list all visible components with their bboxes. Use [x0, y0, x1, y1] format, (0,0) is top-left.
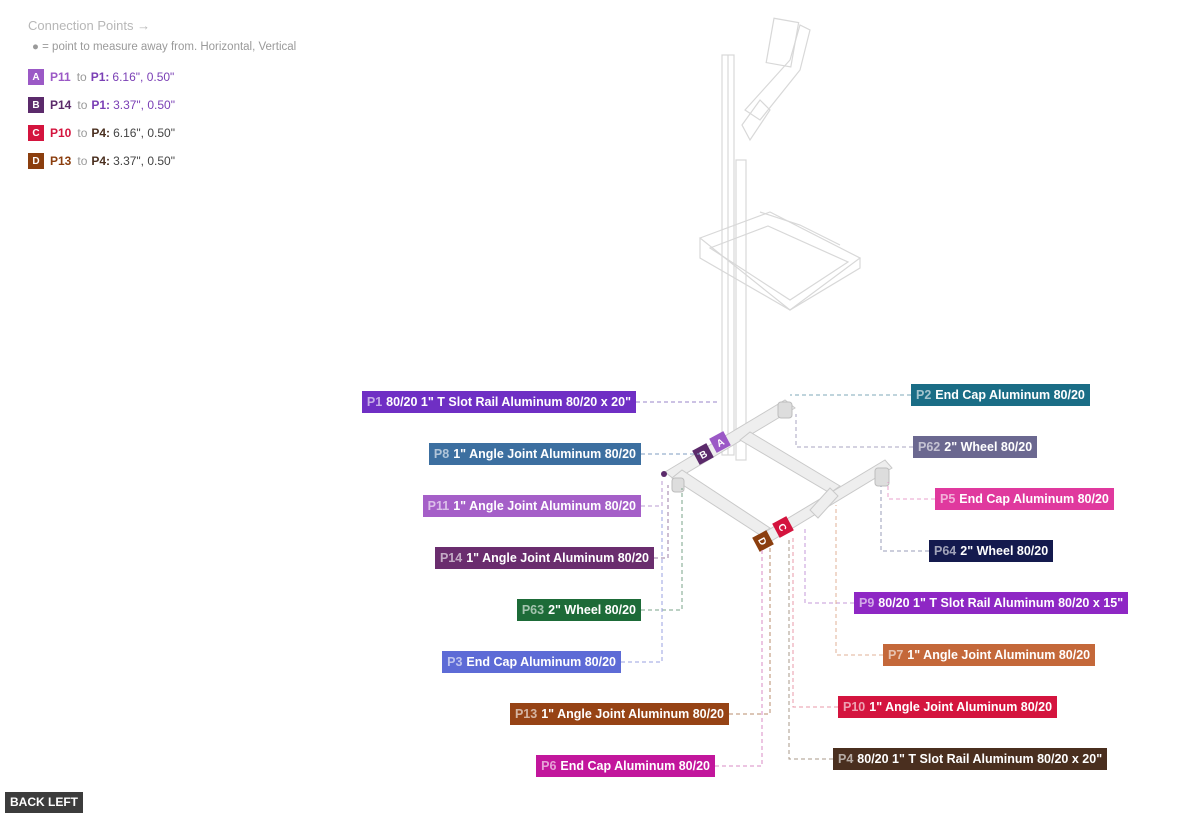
connection-points-title[interactable]: Connection Points → — [28, 18, 151, 33]
connection-to-word: to — [76, 70, 87, 84]
connection-row-a: A P11 to P1: 6.16", 0.50" — [28, 69, 174, 85]
connection-letter: B — [28, 97, 44, 113]
connection-from: P10 — [50, 126, 72, 140]
svg-text:A: A — [715, 437, 727, 450]
connection-from: P14 — [50, 98, 72, 112]
svg-text:B: B — [698, 449, 710, 462]
connection-to-word: to — [77, 154, 88, 168]
connection-value: 3.37", 0.50" — [113, 154, 175, 168]
connection-target: P1: — [91, 98, 111, 112]
connection-target: P1: — [90, 70, 110, 84]
connection-target: P4: — [91, 154, 111, 168]
svg-text:D: D — [755, 536, 768, 548]
connection-row-c: C P10 to P4: 6.16", 0.50" — [28, 125, 175, 141]
connection-from: P11 — [50, 70, 71, 84]
view-back-left-button[interactable]: BACK LEFT — [5, 792, 83, 813]
connection-to-word: to — [77, 98, 88, 112]
connection-to-word: to — [77, 126, 88, 140]
connection-letter: D — [28, 153, 44, 169]
svg-text:C: C — [775, 522, 788, 534]
connection-target: P4: — [91, 126, 111, 140]
connection-points-hint: ● = point to measure away from. Horizont… — [32, 41, 297, 53]
connection-value: 6.16", 0.50" — [112, 70, 175, 84]
connection-value: 3.37", 0.50" — [113, 98, 175, 112]
connection-value: 6.16", 0.50" — [113, 126, 175, 140]
connection-row-b: B P14 to P1: 3.37", 0.50" — [28, 97, 175, 113]
connection-letter: C — [28, 125, 44, 141]
connection-row-d: D P13 to P4: 3.37", 0.50" — [28, 153, 175, 169]
connection-from: P13 — [50, 154, 72, 168]
connection-letter: A — [28, 69, 44, 85]
